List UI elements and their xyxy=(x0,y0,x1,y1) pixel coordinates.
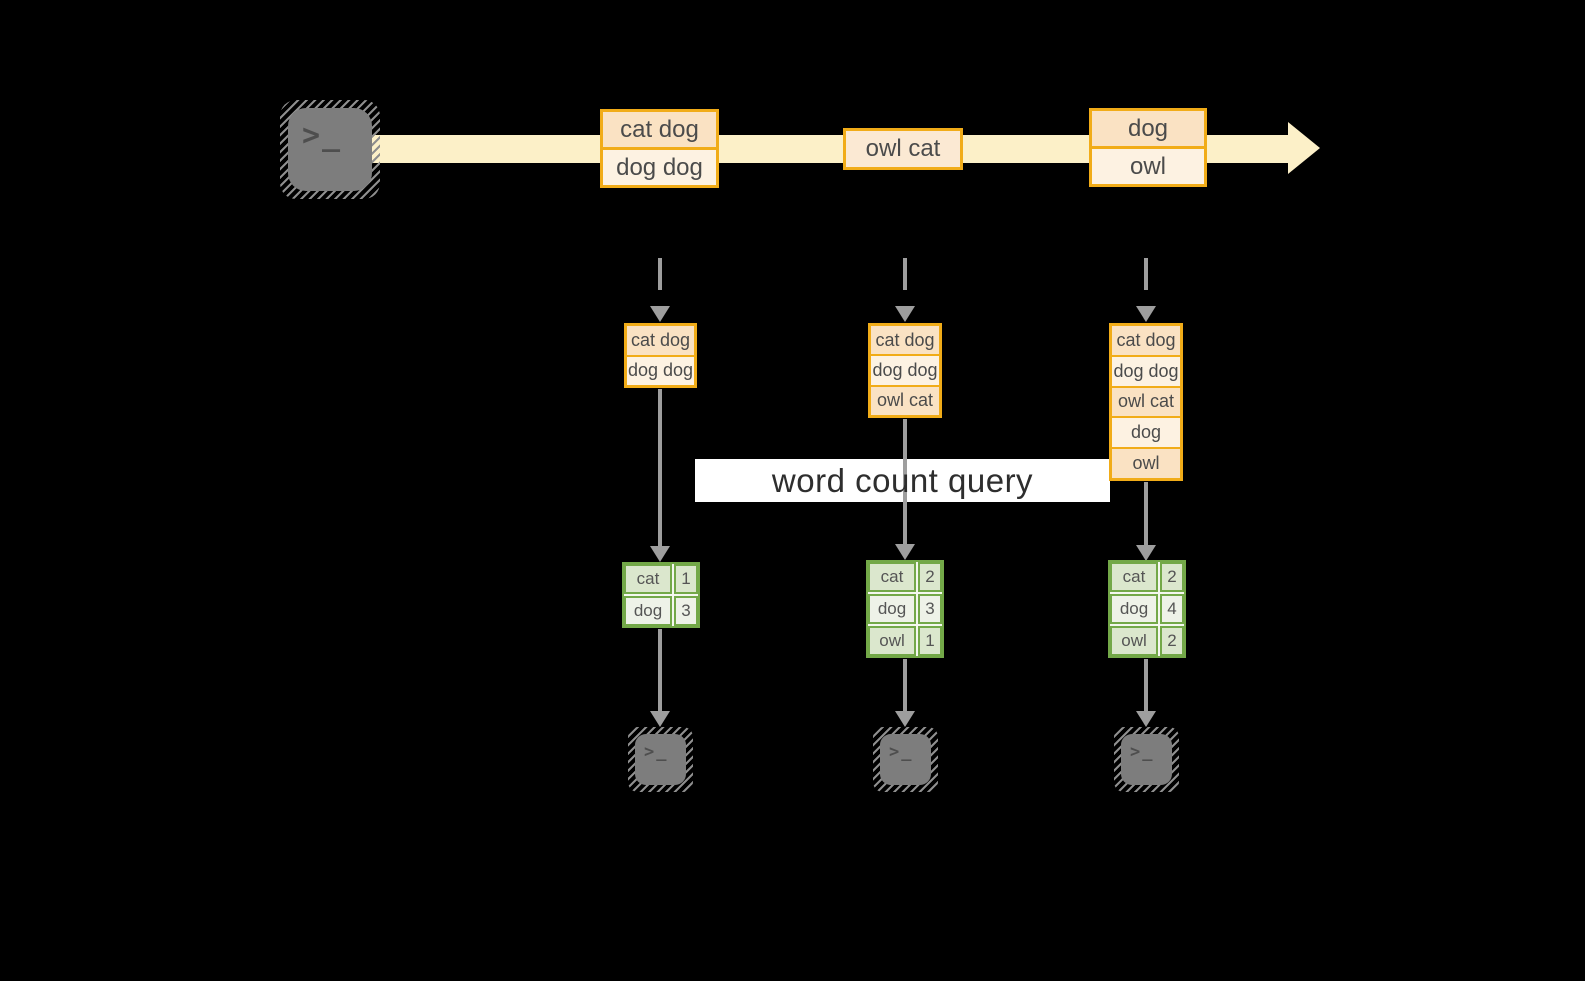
input-record: owl cat xyxy=(1112,385,1180,417)
query-band xyxy=(695,459,1110,502)
arrow-head-icon xyxy=(650,546,670,562)
terminal-screen: >_ xyxy=(635,734,686,785)
arrow-head-icon xyxy=(1136,545,1156,561)
terminal-screen: >_ xyxy=(880,734,931,785)
count-cell: 1 xyxy=(674,564,698,594)
stream-event-box-3: dog owl xyxy=(1089,108,1207,187)
count-cell: 2 xyxy=(1160,626,1184,656)
query-label: word count query xyxy=(771,461,1034,499)
word-count-table-2: cat 2 dog 3 owl 1 xyxy=(866,560,944,658)
count-cell: 3 xyxy=(674,596,698,626)
output-terminal-icon: >_ xyxy=(1114,727,1179,792)
arrow-head-icon xyxy=(895,544,915,560)
terminal-prompt-icon: >_ xyxy=(889,742,914,762)
input-record: cat dog xyxy=(627,326,694,355)
output-terminal-icon: >_ xyxy=(873,727,938,792)
count-cell: 4 xyxy=(1160,594,1184,624)
input-record: dog xyxy=(1112,416,1180,448)
query-arrow xyxy=(903,419,907,544)
count-cell: 3 xyxy=(918,594,942,624)
word-count-table-3: cat 2 dog 4 owl 2 xyxy=(1108,560,1186,658)
terminal-prompt-icon: >_ xyxy=(1130,742,1155,762)
word-cell: cat xyxy=(624,564,672,594)
query-arrow xyxy=(658,389,662,546)
input-record: cat dog xyxy=(871,326,939,355)
result-output-arrow xyxy=(658,629,662,711)
terminal-prompt-icon: >_ xyxy=(644,742,669,762)
count-cell: 1 xyxy=(918,626,942,656)
stream-record: owl cat xyxy=(846,131,960,167)
word-cell: cat xyxy=(1110,562,1158,592)
stream-timeline-arrowhead-icon xyxy=(1288,122,1320,174)
stream-to-input-arrow xyxy=(903,258,907,290)
input-record: dog dog xyxy=(871,354,939,385)
stream-record: dog dog xyxy=(603,147,716,185)
input-record: cat dog xyxy=(1112,326,1180,355)
input-record: dog dog xyxy=(627,354,694,385)
stream-event-box-1: cat dog dog dog xyxy=(600,109,719,188)
input-record: owl cat xyxy=(871,384,939,415)
stream-to-input-arrow xyxy=(1144,258,1148,290)
query-arrow xyxy=(1144,482,1148,545)
source-terminal-icon: >_ xyxy=(280,100,380,199)
arrow-head-icon xyxy=(650,711,670,727)
stream-to-input-arrow xyxy=(658,258,662,290)
stream-record: cat dog xyxy=(603,112,716,147)
terminal-prompt-icon: >_ xyxy=(302,118,343,153)
word-count-table-1: cat 1 dog 3 xyxy=(622,562,700,628)
word-cell: owl xyxy=(868,626,916,656)
input-state-box-1: cat dog dog dog xyxy=(624,323,697,388)
input-state-box-3: cat dog dog dog owl cat dog owl xyxy=(1109,323,1183,481)
input-state-box-2: cat dog dog dog owl cat xyxy=(868,323,942,418)
count-cell: 2 xyxy=(1160,562,1184,592)
word-cell: owl xyxy=(1110,626,1158,656)
stream-event-box-2: owl cat xyxy=(843,128,963,170)
word-cell: cat xyxy=(868,562,916,592)
stream-record: owl xyxy=(1092,146,1204,184)
terminal-screen: >_ xyxy=(288,108,372,191)
arrow-head-icon xyxy=(1136,711,1156,727)
input-record: owl xyxy=(1112,447,1180,478)
word-cell: dog xyxy=(868,594,916,624)
terminal-screen: >_ xyxy=(1121,734,1172,785)
result-output-arrow xyxy=(1144,659,1148,711)
output-terminal-icon: >_ xyxy=(628,727,693,792)
word-cell: dog xyxy=(1110,594,1158,624)
input-record: dog dog xyxy=(1112,354,1180,386)
arrow-head-icon xyxy=(650,306,670,322)
result-output-arrow xyxy=(903,659,907,711)
word-cell: dog xyxy=(624,596,672,626)
arrow-head-icon xyxy=(1136,306,1156,322)
arrow-head-icon xyxy=(895,711,915,727)
stream-record: dog xyxy=(1092,111,1204,146)
arrow-head-icon xyxy=(895,306,915,322)
count-cell: 2 xyxy=(918,562,942,592)
